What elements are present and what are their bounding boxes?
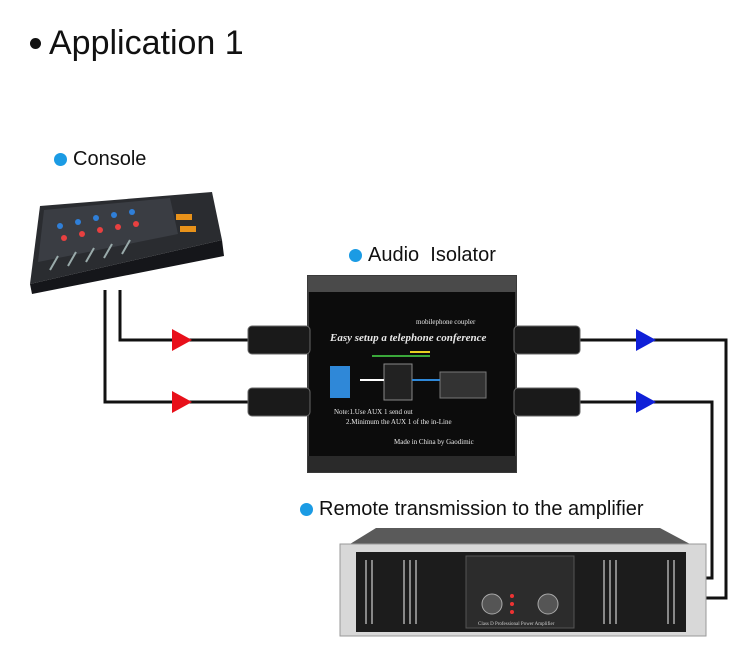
console-label-text: Console (73, 148, 147, 170)
isolator-small-title: mobilephone coupler (416, 318, 476, 326)
label-dot-icon (54, 153, 67, 166)
label-dot-icon (349, 249, 362, 262)
power-amplifier-image (339, 528, 707, 637)
isolator-note-1: Note:1.Use AUX 1 send out (334, 408, 413, 416)
isolator-label: Audio Isolator (349, 244, 496, 267)
mixer-console-image (30, 192, 224, 294)
output-arrow-2 (636, 391, 656, 413)
audio-isolator-box (247, 275, 581, 473)
output-arrow-1 (636, 329, 656, 351)
isolator-label-text: Audio Isolator (368, 244, 496, 266)
input-arrow-1 (172, 329, 192, 351)
amplifier-label-text: Remote transmission to the amplifier (319, 498, 644, 520)
console-label: Console (54, 148, 146, 171)
label-dot-icon (300, 503, 313, 516)
amplifier-label: Remote transmission to the amplifier (300, 498, 644, 521)
bullet-dot (30, 38, 41, 49)
page-title: Application 1 (30, 24, 244, 63)
console-wires (103, 290, 250, 404)
isolator-note-2: 2.Minimum the AUX 1 of the in-Line (346, 418, 452, 426)
amplifier-caption: Class D Professional Power Amplifier (478, 622, 555, 627)
isolator-heading: Easy setup a telephone conference (330, 332, 487, 344)
input-arrow-2 (172, 391, 192, 413)
title-text: Application 1 (49, 24, 244, 62)
isolator-made-in: Made in China by Gaodimic (394, 438, 474, 446)
